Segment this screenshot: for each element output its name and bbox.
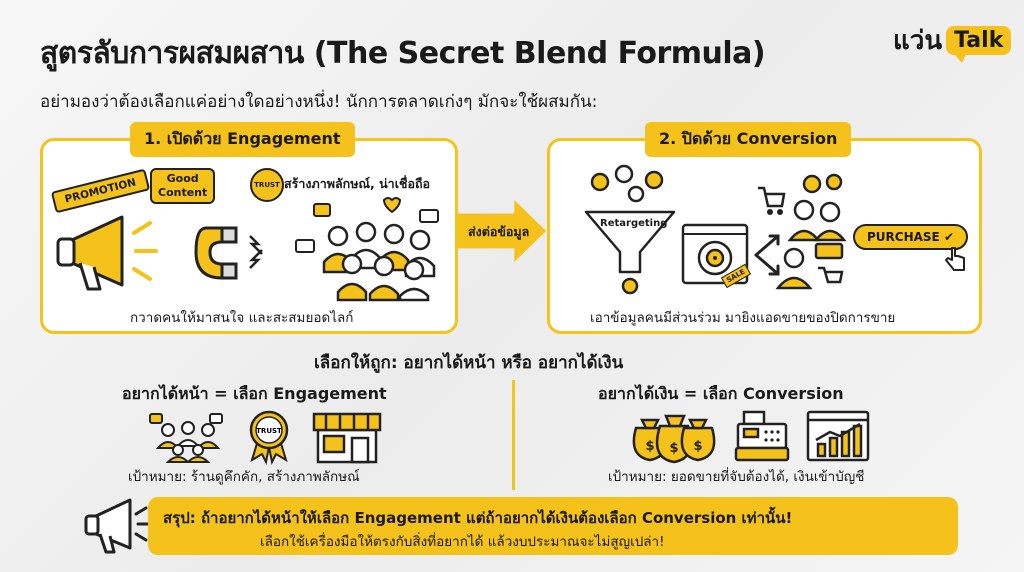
- conversion-choice-heading: อยากได้เงิน = เลือก Conversion: [598, 384, 844, 403]
- engagement-caption: กวาดคนให้มาสนใจ และสะสมยอดไลก์: [130, 310, 354, 326]
- good-content-line2: Content: [158, 186, 208, 199]
- section-divider: [512, 380, 515, 490]
- funnel-icon: [584, 164, 676, 295]
- choose-title: เลือกให้ถูก: อยากได้หน้า หรือ อยากได้เงิ…: [314, 353, 624, 373]
- brand-bubble: Talk: [946, 26, 1012, 63]
- target-screen-icon: [681, 223, 749, 285]
- summary-bar: [148, 497, 958, 555]
- trust-badge: TRUST: [250, 168, 284, 202]
- good-content-line1: Good: [166, 172, 199, 185]
- money-bag-icon: $ $ $: [632, 414, 716, 464]
- crowd-small-icon: [149, 413, 223, 463]
- shopping-cart-icon: [758, 186, 786, 215]
- megaphone-summary-icon: [84, 498, 150, 554]
- check-icon: ✔: [943, 230, 955, 244]
- svg-text:$: $: [645, 439, 654, 454]
- buyers-top-icon: [787, 173, 847, 242]
- retargeting-label: Retargeting: [600, 218, 668, 229]
- svg-text:$: $: [693, 439, 702, 454]
- step-1-label: 1. เปิดด้วย Engagement: [130, 122, 355, 157]
- trust-medal-icon: TRUST: [249, 410, 289, 466]
- brand-logo: แว่น Talk: [893, 20, 1012, 63]
- crowd-icon: [295, 197, 439, 302]
- page-title: สูตรลับการผสมผสาน (The Secret Blend Form…: [40, 36, 766, 71]
- storefront-icon: [312, 412, 382, 464]
- buyers-bottom-icon: [775, 242, 844, 290]
- svg-text:$: $: [669, 441, 678, 456]
- engagement-goal: เป้าหมาย: ร้านดูคึกคัก, สร้างภาพลักษณ์: [128, 469, 360, 485]
- conversion-caption: เอาข้อมูลคนมีส่วนร่วม มายิงแอดขายของปิดก…: [590, 310, 896, 326]
- brand-prefix: แว่น: [893, 26, 943, 56]
- good-content-bubble: Good Content: [150, 168, 216, 204]
- cursor-hand-icon: [945, 247, 965, 271]
- split-arrows-icon: [754, 234, 780, 276]
- megaphone-icon: [56, 215, 158, 291]
- engagement-choice-heading: อยากได้หน้า = เลือก Engagement: [122, 384, 387, 403]
- magnet-icon: [194, 226, 263, 280]
- summary-line-1: สรุป: ถ้าอยากได้หน้าให้เลือก Engagement …: [163, 509, 793, 527]
- purchase-button-label: PURCHASE: [867, 230, 940, 244]
- trust-badge-icon: TRUST: [250, 168, 284, 202]
- summary-line-2: เลือกใช้เครื่องมือให้ตรงกับสิ่งที่อยากได…: [260, 534, 665, 550]
- transfer-arrow-label: ส่งต่อข้อมูล: [468, 224, 530, 239]
- trust-medal-text: TRUST: [256, 427, 282, 435]
- trust-note: สร้างภาพลักษณ์, น่าเชื่อถือ: [284, 176, 431, 191]
- growth-chart-icon: [806, 410, 870, 462]
- conversion-goal: เป้าหมาย: ยอดขายที่จับต้องได้, เงินเข้าบ…: [608, 469, 865, 485]
- page-subtitle: อย่ามองว่าต้องเลือกแค่อย่างใดอย่างหนึ่ง!…: [40, 92, 598, 112]
- purchase-button[interactable]: PURCHASE ✔: [853, 224, 969, 250]
- cash-register-icon: [734, 410, 790, 462]
- step-2-label: 2. ปิดด้วย Conversion: [645, 122, 852, 157]
